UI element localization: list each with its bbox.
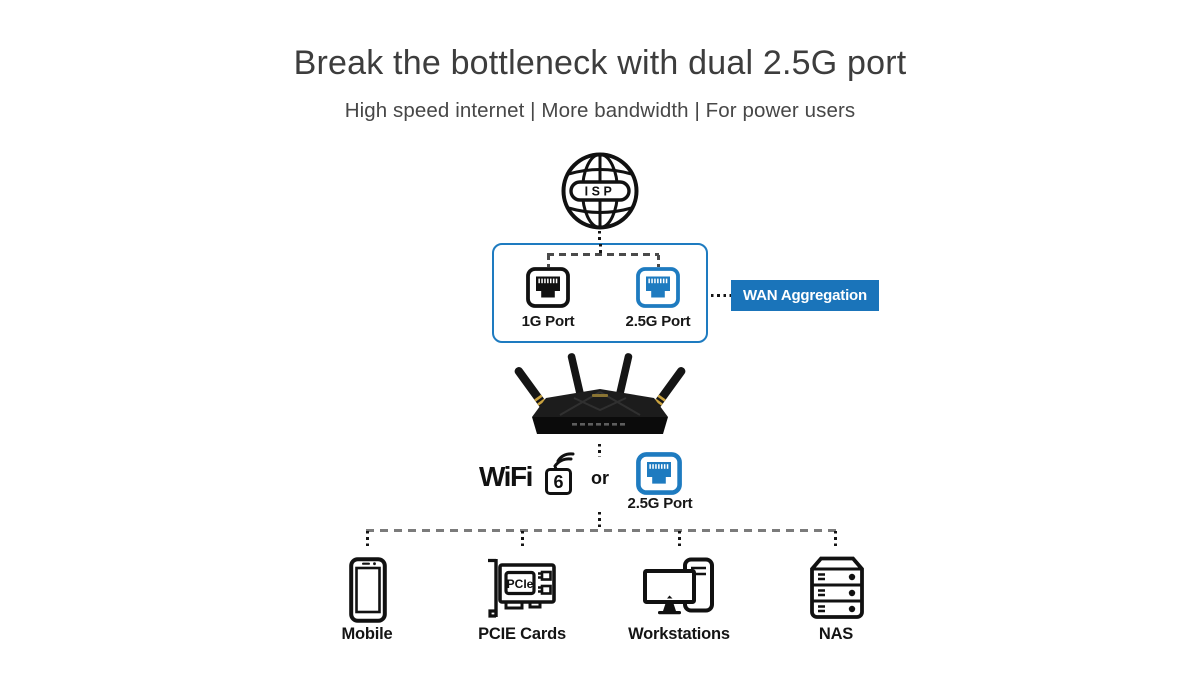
device-label-workstations: Workstations: [628, 625, 730, 643]
workstation-icon: [643, 557, 714, 615]
device-label-mobile: Mobile: [341, 625, 393, 643]
ethernet-port-1g-icon: [526, 267, 570, 308]
connector-drop-workstation: [678, 531, 681, 546]
port-1g-label: 1G Port: [521, 313, 575, 330]
wireless-router-icon: [514, 353, 686, 434]
connector-router-to-options: [598, 444, 601, 457]
ethernet-port-25g-icon: [636, 267, 680, 308]
device-branch-line: [366, 529, 837, 532]
or-label: or: [591, 468, 609, 488]
device-label-pcie: PCIE Cards: [478, 625, 566, 643]
connector-drop-mobile: [366, 531, 369, 546]
connector-box-split: [599, 244, 602, 253]
pcie-chip-label: PCIe: [507, 577, 534, 591]
connector-drop-nas: [834, 531, 837, 546]
wifi6-logo: WiFi 6: [479, 452, 579, 496]
page-subtitle: High speed internet | More bandwidth | F…: [344, 99, 856, 122]
connector-isp-to-box: [598, 231, 601, 243]
wan-aggregation-tag: WAN Aggregation: [731, 280, 879, 311]
connector-drop-pcie: [521, 531, 524, 546]
ethernet-port-25g-lan-icon: [636, 452, 682, 495]
nas-icon: [810, 556, 864, 619]
connector-drop-25g: [657, 255, 660, 267]
connector-drop-1g: [547, 255, 550, 267]
wifi-waves-icon: [553, 452, 575, 470]
port-25g-label: 2.5G Port: [625, 313, 691, 330]
isp-globe-icon: ISP: [561, 152, 639, 230]
wifi-generation-badge: 6: [545, 468, 572, 495]
smartphone-icon: [349, 557, 387, 623]
device-label-nas: NAS: [818, 625, 854, 643]
connector-box-to-tag: [711, 294, 731, 297]
pcie-card-icon: PCIe: [488, 558, 556, 618]
isp-label: ISP: [585, 185, 616, 199]
lan-port-label: 2.5G Port: [627, 495, 693, 512]
wan-ports-box: 1G Port 2.5G Port: [492, 243, 708, 343]
connector-box-branch: [547, 253, 659, 256]
page-title: Break the bottleneck with dual 2.5G port: [293, 44, 907, 82]
wifi-text: WiFi: [479, 461, 533, 492]
connector-options-to-branch: [598, 512, 601, 530]
